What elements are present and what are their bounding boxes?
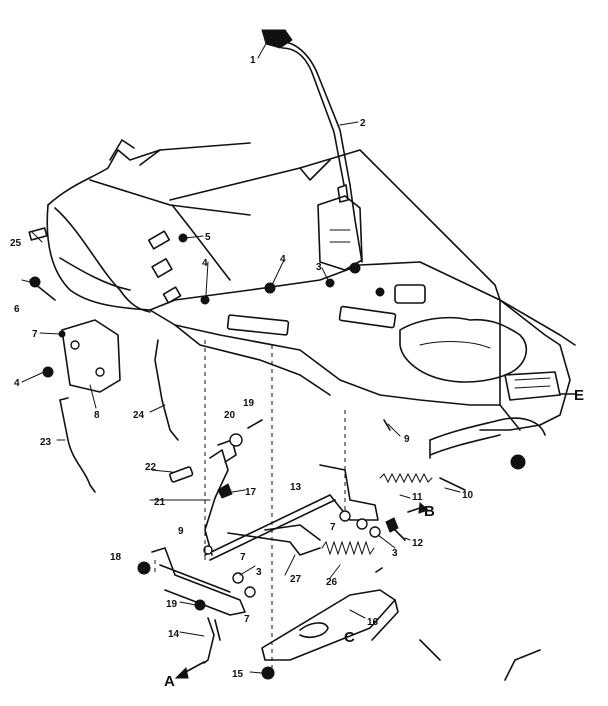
callout-3a: 3 xyxy=(316,262,322,273)
callout-19a: 19 xyxy=(166,599,178,610)
left-bracket-assembly xyxy=(28,227,179,493)
callout-4c: 4 xyxy=(14,378,20,389)
callout-1: 1 xyxy=(250,55,256,66)
brake-linkage xyxy=(137,419,541,681)
callout-17: 17 xyxy=(245,487,257,498)
callout-13: 13 xyxy=(290,482,302,493)
callout-3b: 3 xyxy=(256,567,262,578)
connection-letter-c: C xyxy=(344,629,355,646)
callout-12: 12 xyxy=(412,538,424,549)
connection-letter-e: E xyxy=(574,387,584,404)
callout-4b: 4 xyxy=(202,258,208,269)
callout-18: 18 xyxy=(110,552,122,563)
leader-lines xyxy=(21,39,576,679)
callout-7d: 7 xyxy=(244,614,250,625)
callout-10: 10 xyxy=(462,490,474,501)
callout-22: 22 xyxy=(145,462,157,473)
callout-26: 26 xyxy=(326,577,338,588)
callout-15: 15 xyxy=(232,669,244,680)
callout-14: 14 xyxy=(168,629,180,640)
connection-letter-b: B xyxy=(424,503,435,520)
connection-letter-a: A xyxy=(164,673,175,690)
callout-7c: 7 xyxy=(240,552,246,563)
callout-9b: 9 xyxy=(178,526,184,537)
callout-27: 27 xyxy=(290,574,302,585)
callout-19b: 19 xyxy=(243,398,255,409)
callout-7a: 7 xyxy=(32,329,38,340)
callout-labels: 1 2 3 3 3 4 4 4 5 6 7 7 7 7 8 9 9 10 11 … xyxy=(10,55,584,690)
callout-5: 5 xyxy=(205,232,211,243)
tractor-frame xyxy=(46,139,576,459)
callout-16: 16 xyxy=(367,617,379,628)
shift-lever xyxy=(261,29,363,263)
callout-9a: 9 xyxy=(404,434,410,445)
alignment-lines xyxy=(154,340,346,680)
callout-21: 21 xyxy=(154,497,166,508)
callout-6: 6 xyxy=(14,304,20,315)
callout-3c: 3 xyxy=(392,548,398,559)
callout-7b: 7 xyxy=(330,522,336,533)
callout-4a: 4 xyxy=(280,254,286,265)
callout-11: 11 xyxy=(412,492,423,503)
body-fasteners xyxy=(178,233,526,470)
callout-2: 2 xyxy=(360,118,366,129)
callout-23: 23 xyxy=(40,437,52,448)
callout-25: 25 xyxy=(10,238,22,249)
callout-8: 8 xyxy=(94,410,100,421)
callout-24: 24 xyxy=(133,410,145,421)
callout-20: 20 xyxy=(224,410,236,421)
